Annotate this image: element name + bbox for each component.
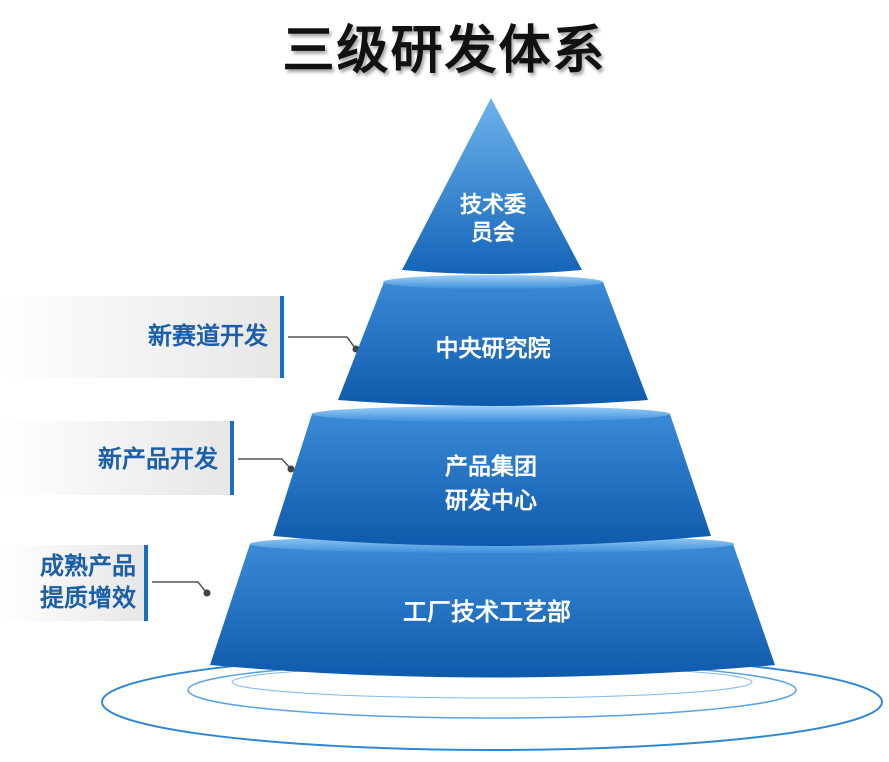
page-title: 三级研发体系	[282, 21, 607, 81]
side-label-1: 新赛道开发	[40, 320, 268, 352]
connector-3	[152, 581, 207, 593]
tier-1-line-2: 员会	[471, 220, 515, 246]
side-label-2: 新产品开发	[20, 443, 218, 475]
tier-3	[273, 406, 711, 546]
tier-2-label: 中央研究院	[436, 335, 551, 362]
tier-3-line-2: 研发中心	[445, 487, 537, 514]
side-panels	[0, 296, 284, 621]
connector-2	[238, 458, 291, 469]
connector-dot-2	[287, 465, 295, 473]
side-label-3-line-2: 提质增效	[40, 584, 136, 612]
side-label-3: 成熟产品 提质增效	[10, 550, 136, 614]
side-label-2-line-1: 新产品开发	[98, 445, 218, 473]
tier-2	[338, 275, 648, 406]
tier-4-label: 工厂技术工艺部	[403, 598, 571, 626]
connector-1	[288, 336, 356, 349]
side-panel-2	[0, 421, 234, 495]
side-panel-1	[0, 296, 284, 378]
side-label-1-line-1: 新赛道开发	[148, 322, 268, 350]
tier-1	[402, 98, 582, 274]
side-panel-3	[0, 545, 148, 621]
side-label-3-line-1: 成熟产品	[40, 552, 136, 580]
connectors	[152, 336, 356, 593]
tier-3-line-1: 产品集团	[445, 453, 537, 480]
tier-1-line-1: 技术委	[460, 193, 526, 218]
connector-dot-3	[203, 589, 211, 597]
